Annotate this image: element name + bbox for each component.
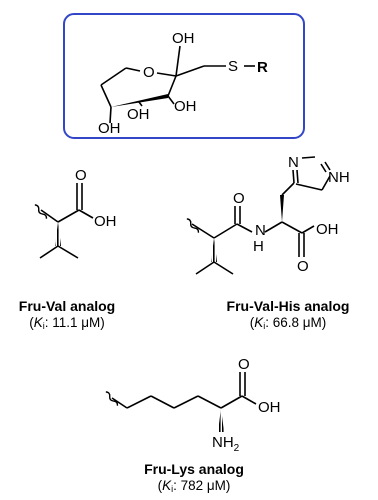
imidazole-bond-5 (295, 183, 323, 191)
valhis-bonds (191, 156, 331, 275)
bond-ca-sidechain-hashed (55, 222, 61, 246)
bond-c-to-oh (241, 395, 257, 405)
lys-atom-carbonyl-o: O (238, 356, 250, 373)
lys-atom-oh: OH (258, 399, 281, 416)
val-bonds (39, 183, 94, 259)
bond-chain-5 (197, 395, 222, 409)
bond-ch-me2 (213, 261, 234, 275)
attachment-wavy-bond (34, 204, 48, 219)
val-analog-ki: (Ki: 11.1 μM) (29, 315, 105, 331)
valhis-atom-amide-n: N (255, 222, 266, 239)
attachment-wavy-bond (105, 391, 119, 406)
bond-c2-c1 (175, 65, 205, 77)
bond-ca-to-c (57, 209, 80, 223)
bond-ch-me1 (39, 245, 59, 259)
bond-c4-oh (138, 101, 143, 107)
valhis-analog-name: Fru-Val-His analog (226, 298, 350, 314)
imidazole-bond-2 (301, 156, 316, 159)
bond-ca-nh2-hashed (218, 408, 224, 432)
valhis-atom-amide-h: H (253, 238, 264, 255)
val-atom-carbonyl-o: O (75, 167, 87, 184)
bond-chain-3 (150, 395, 175, 409)
bond-n-to-ca (40, 209, 59, 223)
core-frame (63, 13, 305, 139)
val-atom-oh: OH (94, 213, 117, 230)
val-analog-structure: O OH (34, 167, 117, 259)
bond-c3-oh (167, 95, 175, 105)
valhis-atom-imidazole-nh: NH (328, 169, 350, 186)
bond-c-to-oh (301, 225, 315, 234)
valhis-atom-carbonyl-o: O (233, 190, 245, 207)
bond-ca-to-c (220, 395, 243, 409)
bond-chain-1 (111, 397, 128, 409)
lys-atom-nh2: NH2 (212, 434, 240, 454)
bond-c3-c4-bold (111, 94, 168, 107)
lys-analog-structure: O OH NH2 (105, 356, 281, 454)
attachment-wavy-bond (186, 218, 200, 233)
bond-c5-oh (109, 106, 112, 124)
val-analog-label: Fru-Val analog (Ki: 11.1 μM) (2, 298, 132, 331)
atom-ring-oxygen: O (143, 64, 155, 81)
valhis-analog-ki: (Ki: 66.8 μM) (249, 315, 327, 331)
bond-c-to-nh (236, 223, 253, 233)
imidazole-bond-1 (292, 169, 295, 184)
bond-nh-to-ca-his (264, 221, 283, 233)
valhis-atom-acid-o: O (297, 258, 309, 275)
atom-oh-anomeric: OH (172, 30, 195, 47)
atom-sulfur: S (228, 58, 238, 75)
atom-oh-c4: OH (127, 106, 150, 123)
bond-ca-val-to-c (213, 223, 238, 239)
imidazole-bond-1b (296, 169, 299, 184)
lys-bonds (111, 372, 257, 409)
bond-ca-his-to-c (281, 221, 303, 234)
val-analog-name: Fru-Val analog (18, 298, 116, 314)
valhis-atom-imidazole-n: N (288, 154, 299, 171)
ring-atom-labels: OH S R O OH OH OH (98, 30, 268, 137)
bond-n-to-ca-val (191, 223, 215, 239)
bond-c2-c3 (167, 75, 177, 97)
fructose-core: OH S R O OH OH OH (63, 13, 305, 139)
lys-analog-ki: (Ki: 782 μM) (157, 478, 231, 494)
bond-ca-his-sidechain-bold (280, 195, 284, 222)
bond-ch-me2 (57, 245, 79, 259)
bond-o-c2 (156, 72, 177, 77)
imidazole-bond-4 (321, 175, 331, 191)
valhis-atom-acid-oh: OH (316, 221, 339, 238)
bond-c5-c6 (100, 67, 127, 86)
bond-chain-2 (126, 395, 152, 409)
lys-analog-name: Fru-Lys analog (144, 461, 244, 477)
bond-c6-o (125, 67, 141, 72)
pyranose-ring-bonds (100, 45, 255, 124)
imidazole-bond-3b (320, 163, 327, 173)
bond-ch2-to-ring (281, 182, 295, 196)
bond-c2-oh (175, 45, 181, 77)
bond-ca-val-sidechain-hashed (211, 238, 217, 262)
atom-oh-c5: OH (98, 120, 121, 137)
bond-chain-4 (173, 395, 199, 409)
imidazole-bond-3 (324, 161, 331, 171)
atom-oh-c3: OH (174, 98, 197, 115)
valhis-analog-label: Fru-Val-His analog (Ki: 66.8 μM) (208, 298, 368, 331)
bond-ch-me1 (195, 261, 215, 275)
lys-analog-label: Fru-Lys analog (Ki: 782 μM) (124, 461, 264, 494)
valhis-analog-structure: N NH O N H OH O (186, 154, 350, 275)
bond-c4-c5 (100, 84, 112, 108)
bond-c-to-oh (78, 209, 94, 219)
atom-r-group: R (257, 59, 268, 76)
